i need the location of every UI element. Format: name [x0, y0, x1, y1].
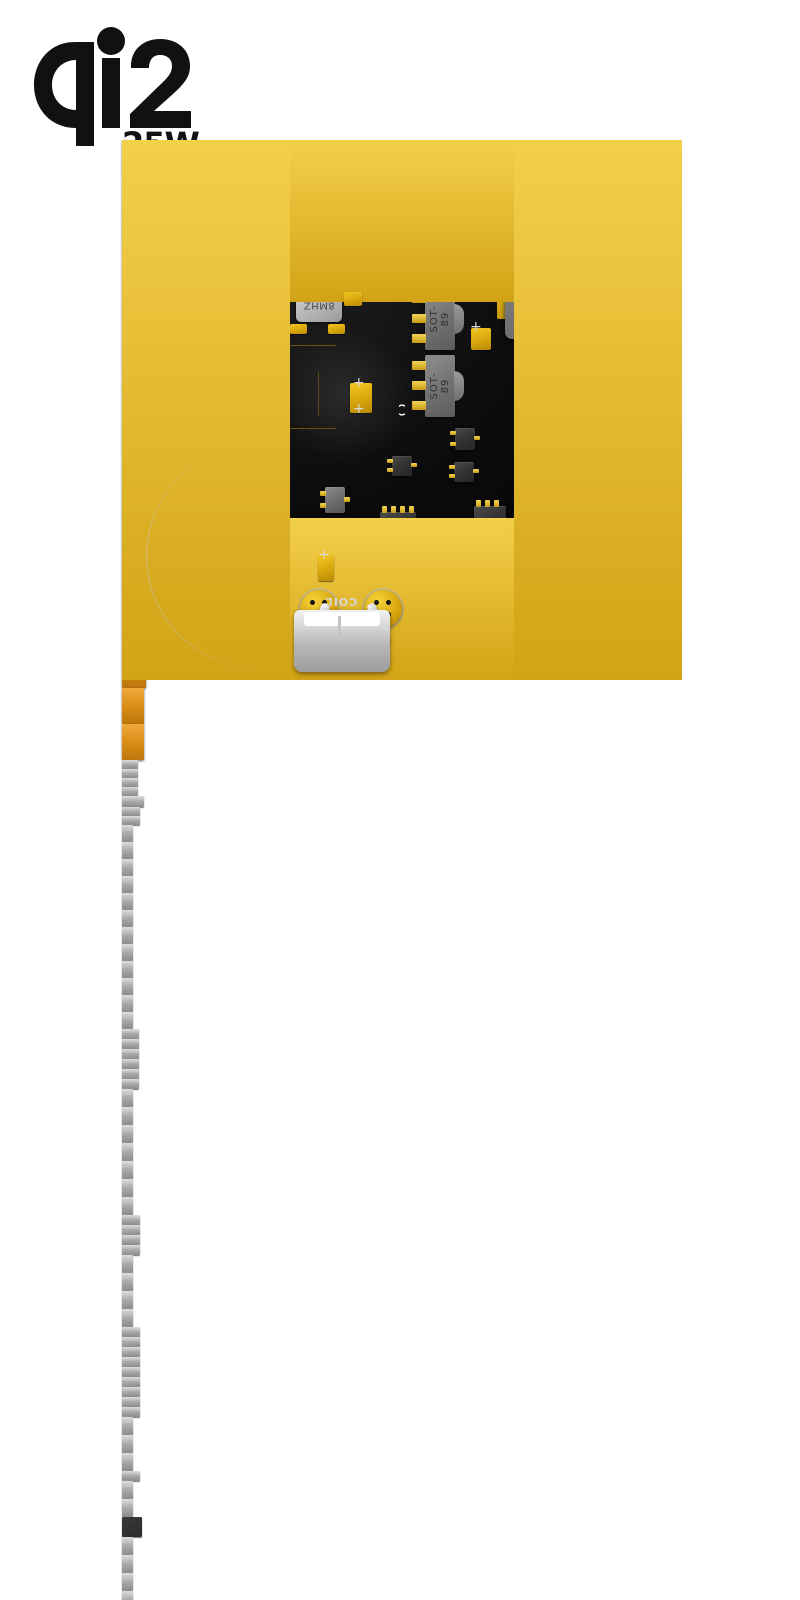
chip-resistor — [122, 1387, 140, 1397]
power-pad-xtal — [344, 292, 362, 306]
regulator-tab — [454, 371, 464, 401]
power-pad-bank — [318, 555, 334, 581]
polarity-plus-mark: + — [470, 319, 482, 335]
chip-resistor — [122, 1069, 139, 1079]
chip-resistor — [122, 1367, 140, 1377]
chip-resistor — [122, 859, 133, 876]
power-pad-caps — [471, 328, 491, 350]
chip-resistor — [122, 1347, 140, 1357]
chip-resistor — [122, 825, 133, 842]
chip-resistor — [122, 944, 133, 961]
chip-resistor — [122, 1197, 133, 1215]
ic-mosfet-left — [320, 487, 350, 513]
polarity-plus-mark: + — [353, 401, 365, 417]
chip-resistor — [122, 961, 133, 978]
chip-resistor — [122, 1012, 133, 1029]
chip-resistor — [122, 1453, 133, 1471]
chip-resistor — [122, 995, 133, 1012]
polarity-plus-mark: + — [318, 547, 330, 563]
chip-resistor — [122, 1407, 140, 1417]
chip-resistor — [122, 1179, 133, 1197]
chip-resistor — [122, 1079, 139, 1089]
chip-resistor — [122, 1357, 140, 1367]
chip-resistor — [122, 1499, 133, 1517]
crystal-pad-left — [290, 324, 307, 334]
chip-resistor — [122, 1215, 140, 1225]
center-ground-plane — [272, 330, 412, 460]
chip-resistor — [122, 1273, 133, 1291]
qi2-logo-svg — [34, 27, 191, 146]
chip-resistor — [122, 1417, 133, 1435]
chip-resistor — [122, 1327, 140, 1337]
chip-resistor — [122, 1039, 139, 1049]
regulator-tab — [454, 304, 464, 334]
chip-resistor — [122, 1537, 133, 1555]
chip-resistor — [122, 1555, 133, 1573]
coil-connector-housing — [294, 610, 390, 672]
silk-keepout-marker-4 — [318, 372, 319, 416]
chip-resistor — [122, 1591, 133, 1600]
ic-sot-mid-lower — [387, 456, 417, 476]
chip-resistor — [122, 1481, 133, 1499]
silk-keepout-marker-3 — [274, 428, 336, 429]
chip-resistor — [122, 876, 133, 893]
chip-resistor — [122, 1309, 133, 1327]
chip-resistor — [122, 1059, 139, 1069]
mlcc-centerleft-a — [122, 404, 407, 724]
chip-resistor — [122, 927, 133, 944]
pcb-board: S- S+ D2 D1 — [122, 140, 682, 1600]
chip-resistor — [122, 1125, 133, 1143]
crystal-pad-right — [328, 324, 345, 334]
chip-resistor — [122, 1245, 140, 1255]
coil-connector-slot — [304, 612, 380, 626]
chip-resistor — [122, 893, 133, 910]
chip-resistor — [122, 778, 138, 787]
regulator-lower-marking: SOT-89 — [429, 372, 451, 400]
chip-resistor — [122, 1435, 133, 1453]
ic-sot-mid-upper — [450, 428, 480, 450]
qi2-logo: 25W — [30, 24, 200, 160]
chip-resistor — [122, 842, 133, 859]
chip-resistor — [122, 1337, 140, 1347]
chip-resistor — [122, 769, 138, 778]
chip-resistor — [122, 1049, 139, 1059]
ic-sot-mid-right — [449, 462, 479, 482]
mlcc-centerleft-b — [122, 404, 407, 760]
chip-resistor — [122, 1573, 133, 1591]
chip-resistor — [122, 1143, 133, 1161]
chip-resistor — [122, 1255, 133, 1273]
chip-resistor — [122, 1089, 133, 1107]
chip-resistor — [122, 1161, 133, 1179]
chip-resistor — [122, 1397, 140, 1407]
chip-resistor — [122, 1517, 142, 1537]
chip-resistor — [122, 1107, 133, 1125]
chip-resistor — [122, 787, 138, 796]
regulator-upper-marking: SOT-89 — [429, 305, 451, 333]
chip-resistor — [122, 760, 138, 769]
chip-resistor — [122, 1291, 133, 1309]
chip-resistor — [122, 796, 144, 807]
polarity-plus-mark: + — [353, 375, 365, 391]
chip-resistor — [122, 978, 133, 995]
chip-resistor — [122, 807, 140, 816]
silk-keepout-marker-2 — [274, 345, 336, 346]
chip-resistor — [122, 1235, 140, 1245]
chip-resistor — [122, 1471, 140, 1481]
chip-resistor — [122, 1225, 140, 1235]
chip-resistor — [122, 816, 140, 825]
coil-connector-notch — [338, 616, 341, 638]
chip-resistor — [122, 910, 133, 927]
regulator-sot89-lower: SOT-89 — [412, 355, 464, 417]
chip-resistor — [122, 1029, 139, 1039]
chip-resistor — [122, 1377, 140, 1387]
power-pad-center — [350, 383, 372, 413]
screenshot-canvas: 25W S- S+ — [0, 0, 800, 800]
